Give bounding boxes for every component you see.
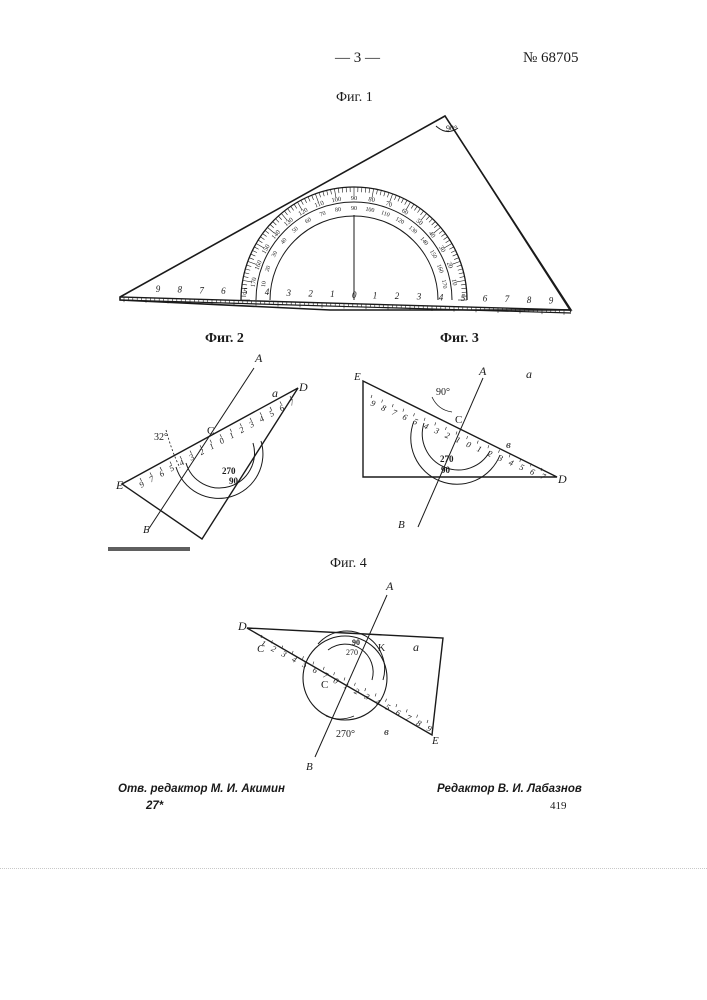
fig4-inner-label-90: 90: [352, 638, 360, 647]
footer-responsible-editor: Отв. редактор М. И. Акимин: [118, 783, 285, 795]
footer-print-mark: 27*: [146, 800, 163, 812]
fig4-angle-label: 270°: [336, 729, 355, 740]
fig4-scale-label: 1: [342, 680, 350, 691]
fig4-scale-label: 3: [362, 691, 371, 702]
fig4-scale-tick: [375, 693, 376, 696]
fig4-scale-tick: [292, 651, 293, 654]
fig4-scale-label: 4: [290, 654, 299, 665]
fig4-scale-label: 2: [270, 643, 279, 654]
fig4-scale-tick: [427, 720, 428, 723]
fig4-inner-label-270: 270: [346, 648, 358, 657]
fig4-label-B: B: [306, 761, 313, 773]
fig4-scale-tick: [386, 699, 387, 702]
fig4-label-D: D: [237, 619, 247, 633]
fig4-label-a: a: [413, 640, 419, 654]
fig4-scale-tick: [334, 672, 335, 675]
fig4-scale-label: 1: [259, 638, 267, 649]
fig4-center-label: C: [321, 679, 328, 691]
fig4-scale-tick: [323, 667, 324, 670]
page-bottom-rule: [0, 868, 707, 869]
fig4-scale-tick: [396, 704, 397, 707]
fig4-scale-label: 2: [353, 686, 362, 697]
fig4-scale-tick: [417, 715, 418, 718]
fig4-scale-tick: [354, 683, 355, 686]
fig4-angle-arc: [326, 716, 354, 719]
fig4-label-A: A: [385, 579, 394, 593]
fig4-scale-tick: [303, 656, 304, 659]
fig4-scale-tick: [365, 688, 366, 691]
fig4-scale-label: 3: [279, 648, 288, 659]
fig4-scale-tick: [406, 709, 407, 712]
fig4-label-E: E: [431, 735, 439, 747]
footer-order-number: 419: [550, 800, 567, 812]
fig4-scale-tick: [344, 678, 345, 681]
fig4-scale-tick: [313, 662, 314, 665]
footer-editor: Редактор В. И. Лабазнов: [437, 783, 582, 795]
fig4-label-b: в: [384, 726, 389, 738]
fig4-label-K: K: [378, 643, 386, 654]
fig4-scale-label: 5: [301, 659, 309, 670]
